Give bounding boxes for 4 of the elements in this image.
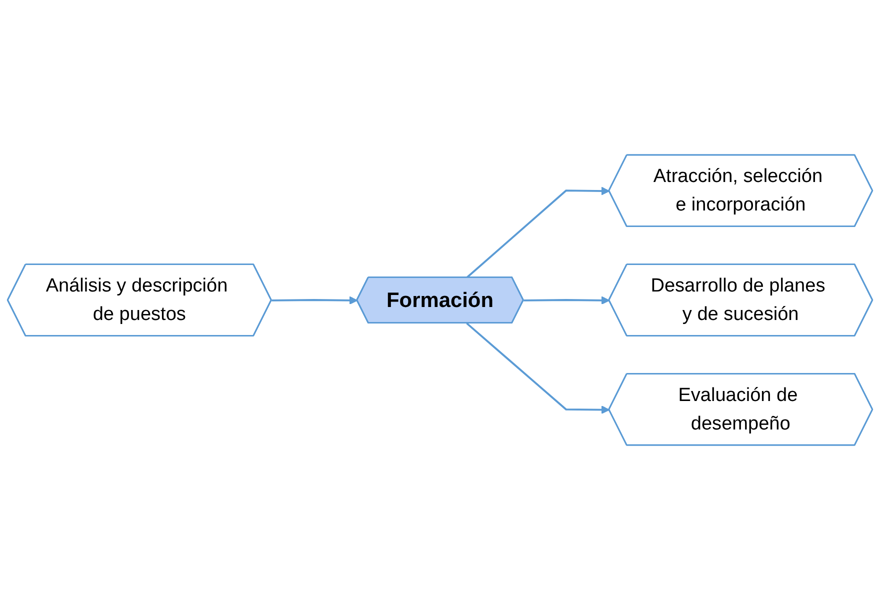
arrow [466, 322, 610, 414]
arrow [524, 296, 610, 305]
arrow [272, 296, 358, 305]
arrow [466, 186, 610, 278]
